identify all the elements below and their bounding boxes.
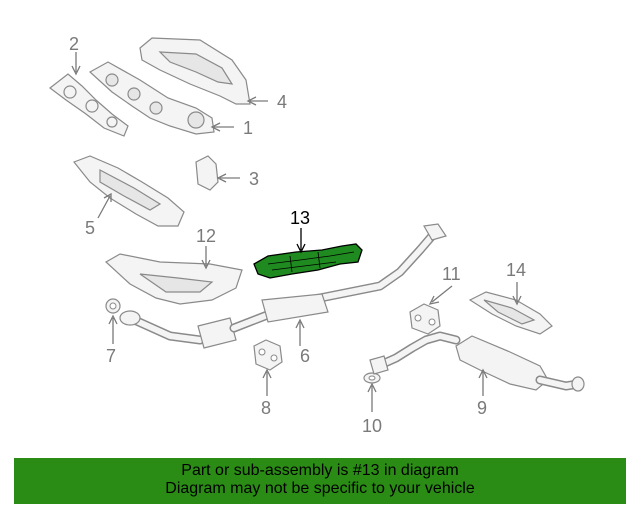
callout-4: 4 (277, 92, 287, 112)
exhaust-parts-diagram: 2 4 1 3 5 12 13 7 6 8 11 14 10 9 (49, 34, 585, 436)
callout-9: 9 (477, 398, 487, 418)
part-4-manifold-heat-shield[interactable] (139, 37, 251, 105)
callout-10: 10 (362, 416, 382, 436)
part-10-gasket[interactable] (363, 372, 381, 384)
callout-7: 7 (106, 346, 116, 366)
notice-banner: Part or sub-assembly is #13 in diagram D… (14, 458, 626, 504)
part-6-front-exhaust-pipe[interactable] (119, 223, 447, 349)
leader-lines (71, 52, 522, 412)
part-3-bracket[interactable] (195, 155, 219, 191)
part-12-converter-heat-shield[interactable] (104, 253, 243, 305)
callout-1: 1 (243, 118, 253, 138)
part-13-heat-insulator[interactable] (253, 243, 363, 279)
part-9-tail-pipe-muffler[interactable] (369, 331, 585, 392)
part-14-rear-heat-shield[interactable] (468, 291, 553, 335)
callout-11: 11 (442, 264, 461, 284)
callout-3: 3 (249, 169, 259, 189)
callout-labels: 2 4 1 3 5 12 13 7 6 8 11 14 10 9 (69, 34, 526, 436)
part-11-exhaust-hanger[interactable] (409, 303, 441, 335)
callout-2: 2 (69, 34, 79, 54)
part-7-nut[interactable] (105, 298, 121, 314)
part-1-exhaust-manifold[interactable] (88, 61, 215, 135)
callout-6: 6 (300, 346, 310, 366)
callout-13: 13 (290, 208, 310, 228)
notice-line-disclaimer: Diagram may not be specific to your vehi… (165, 480, 475, 497)
callout-12: 12 (196, 226, 216, 246)
part-8-exhaust-hanger[interactable] (253, 339, 283, 371)
part-2-manifold-gasket[interactable] (49, 73, 129, 137)
callout-8: 8 (261, 398, 271, 418)
notice-line-part: Part or sub-assembly is #13 in diagram (181, 462, 459, 479)
callout-14: 14 (506, 260, 526, 280)
callout-5: 5 (85, 218, 95, 238)
part-5-heat-shield[interactable] (73, 155, 185, 227)
